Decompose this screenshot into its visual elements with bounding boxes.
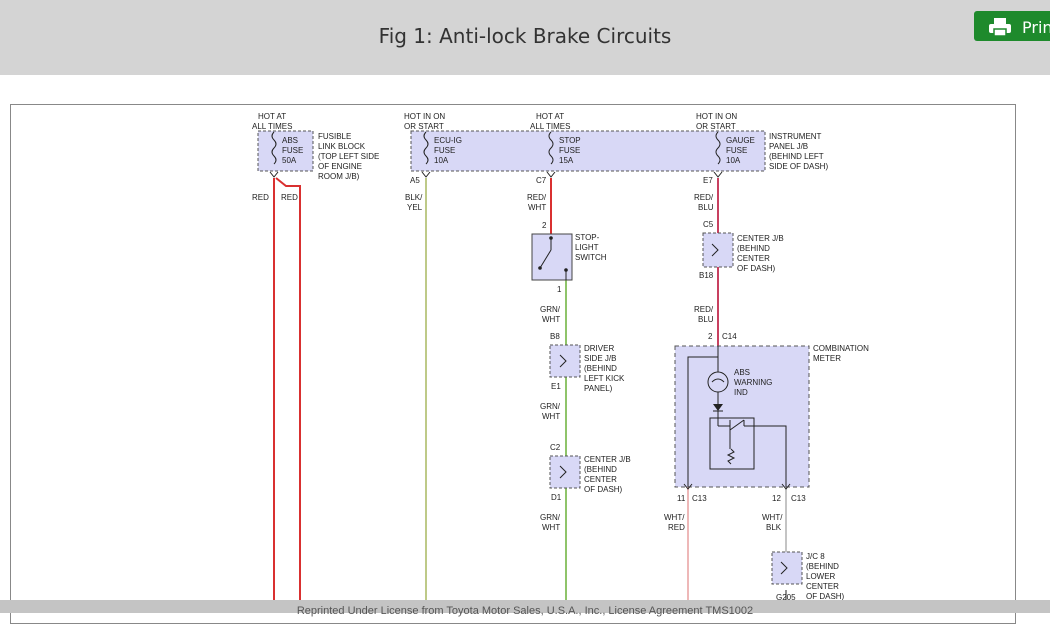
pin-e1: E1 bbox=[551, 382, 561, 391]
gauge-fuse-symbol bbox=[715, 131, 721, 165]
wire-red-2 bbox=[275, 177, 301, 613]
driver-side-jb-box bbox=[549, 344, 581, 378]
wire-red-blu-label-1: RED/BLU bbox=[694, 193, 714, 212]
connector-c7 bbox=[546, 171, 556, 178]
wire-grn-wht-label-2: GRN/WHT bbox=[540, 402, 561, 421]
connector-abs bbox=[269, 171, 279, 178]
printer-icon bbox=[989, 18, 1011, 37]
ecu-ig-fuse-symbol bbox=[423, 131, 429, 165]
connector-a5 bbox=[421, 171, 431, 178]
pin-e7: E7 bbox=[703, 176, 713, 185]
instrument-panel-jb-box bbox=[410, 130, 766, 172]
print-label: Print bbox=[1022, 18, 1050, 37]
wire-red-blu-label-2: RED/BLU bbox=[694, 305, 714, 324]
print-button[interactable]: Print bbox=[974, 11, 1050, 41]
pin-d1: D1 bbox=[551, 493, 562, 502]
diode-symbol bbox=[713, 404, 723, 411]
abs-fuse-symbol bbox=[271, 131, 277, 165]
pin-1: 1 bbox=[557, 285, 562, 294]
wire-red-label-1: RED bbox=[252, 193, 269, 202]
diagram-frame bbox=[10, 104, 1016, 624]
wire-wht-blk-label: WHT/BLK bbox=[762, 513, 783, 532]
pin-c7: C7 bbox=[536, 176, 547, 185]
pin-a5: A5 bbox=[410, 176, 420, 185]
page-header bbox=[0, 0, 1050, 75]
wire-blk-yel-label: BLK/YEL bbox=[405, 193, 423, 212]
abs-fuse-box bbox=[257, 130, 314, 172]
wire-red-wht-label: RED/WHT bbox=[527, 193, 547, 212]
connector-c13-12 bbox=[781, 483, 791, 490]
pin-b8: B8 bbox=[550, 332, 560, 341]
connector-c13-11 bbox=[683, 483, 693, 490]
pin-c5: C5 bbox=[703, 220, 714, 229]
wire-grn-wht-label-1: GRN/WHT bbox=[540, 305, 561, 324]
abs-warning-lamp bbox=[707, 371, 729, 393]
center-jb-2-box bbox=[549, 455, 581, 489]
wire-red-label-2: RED bbox=[281, 193, 298, 202]
figure-title: Fig 1: Anti-lock Brake Circuits bbox=[378, 24, 672, 48]
stop-fuse-symbol bbox=[548, 131, 554, 165]
wire-grn-wht-label-3: GRN/WHT bbox=[540, 513, 561, 532]
footer-bar bbox=[0, 600, 1050, 613]
license-text: Reprinted Under License from Toyota Moto… bbox=[296, 605, 754, 617]
pin-g205: G205 bbox=[776, 593, 796, 602]
stop-light-switch-box bbox=[531, 233, 573, 281]
wire-wht-red-label: WHT/RED bbox=[664, 513, 685, 532]
pin-2: 2 bbox=[542, 221, 547, 230]
pin-b18: B18 bbox=[699, 271, 714, 280]
connector-e7 bbox=[713, 171, 723, 178]
pin-c2: C2 bbox=[550, 443, 561, 452]
